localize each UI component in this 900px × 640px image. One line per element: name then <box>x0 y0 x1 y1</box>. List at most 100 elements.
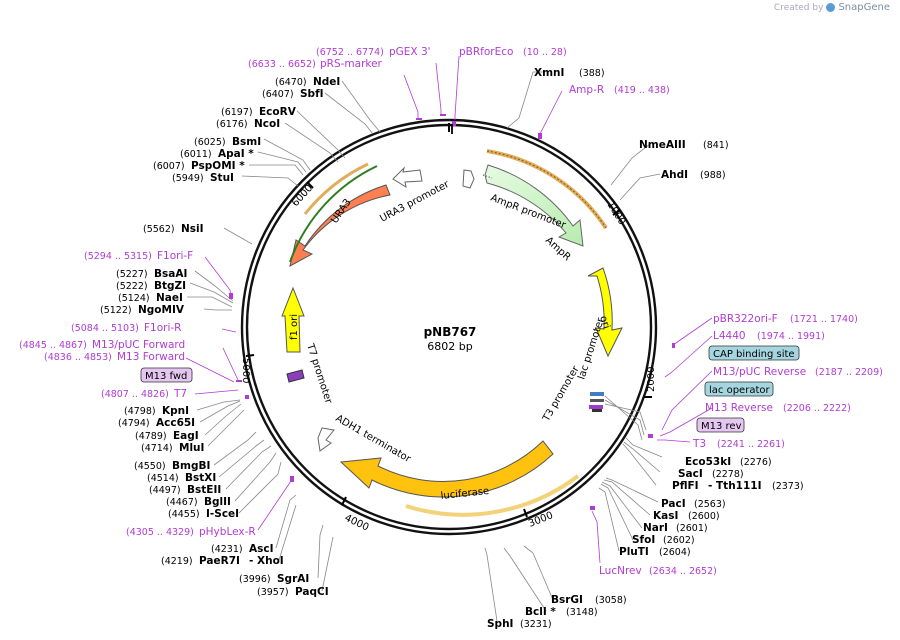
enzyme-asci-pos: (4231) <box>211 544 243 555</box>
primer-t7-coords: (4807 .. 4826) <box>101 389 169 400</box>
feature-ori-arrow <box>587 267 623 358</box>
leader-lines <box>187 71 663 622</box>
snapgene-credit: Created by SnapGene <box>774 2 890 13</box>
enzyme-kpni: KpnI <box>162 405 189 417</box>
primer-f1orif-coords: (5294 .. 5315) <box>84 251 152 262</box>
enzyme-acc65i-pos: (4794) <box>118 418 150 429</box>
enzyme-bsrgi: BsrGI <box>551 594 583 606</box>
enzyme-bstxi: BstXI <box>185 472 216 484</box>
primer-f1orir-name: F1ori-R <box>144 322 181 334</box>
lac-op-mark <box>590 399 604 402</box>
enzyme-bcli-pos: (3148) <box>566 607 598 618</box>
feature-luciferase-arrow <box>339 440 554 498</box>
primer-pbrfor-coords: (10 .. 28) <box>523 47 567 58</box>
primer-m13rev-coords: (2206 .. 2222) <box>783 403 851 414</box>
enzyme-asci: AscI <box>249 543 274 555</box>
m13fwd-label: M13 fwd <box>145 371 187 382</box>
primer-prs-name: pRS-marker <box>320 58 383 70</box>
enzyme-bstxi-pos: (4514) <box>147 473 179 484</box>
enzyme-ncoi: NcoI <box>254 118 280 130</box>
enzyme-nari-pos: (2601) <box>676 523 708 534</box>
feature-adh1-arrow <box>317 427 335 452</box>
primer-t3-coords: (2241 .. 2261) <box>717 439 785 450</box>
enzyme-pflfi-pos: (2373) <box>772 481 804 492</box>
enzyme-paci: PacI <box>661 498 686 510</box>
m13rev-mark <box>589 405 603 409</box>
label-f1ori: f1 ori <box>289 314 300 340</box>
enzyme-paer7i-pos: (4219) <box>161 556 193 567</box>
primer-m13fw-name: M13 Forward <box>117 351 185 363</box>
enzyme-ngomiv: NgoMIV <box>138 304 185 316</box>
enzyme-nmeaiii-pos: (841) <box>703 140 729 151</box>
enzyme-sbfi-pos: (6407) <box>262 89 294 100</box>
enzyme-nmeaiii: NmeAIII <box>639 139 686 151</box>
enzyme-sphi: SphI <box>487 618 513 630</box>
enzyme-ecorv-pos: (6197) <box>221 107 253 118</box>
feature-t7-mark <box>286 369 305 383</box>
primer-f1orif-name: F1ori-F <box>157 250 193 262</box>
enzyme-nsii: NsiI <box>181 223 204 235</box>
enzyme-bsmi-pos: (6025) <box>194 137 226 148</box>
enzyme-eco53ki-pos: (2276) <box>740 457 772 468</box>
enzyme-sbfi: SbfI <box>300 88 324 100</box>
label-ura3: URA3 <box>329 197 353 226</box>
enzyme-stui: StuI <box>210 172 234 184</box>
enzyme-nsii-pos: (5562) <box>143 224 175 235</box>
enzyme-pluti: PluTI <box>619 546 649 558</box>
enzyme-sfoi-pos: (2602) <box>663 535 695 546</box>
enzyme-pspomi: PspOMI * <box>191 160 245 172</box>
enzyme-ahdi-pos: (988) <box>700 170 726 181</box>
enzyme-stui-pos: (5949) <box>172 173 204 184</box>
primer-prs-coords: (6633 .. 6652) <box>248 59 316 70</box>
primer-pgex3-coords: (6752 .. 6774) <box>316 47 384 58</box>
enzyme-apai-pos: (6011) <box>180 149 212 160</box>
m13rev-label: M13 rev <box>701 421 742 432</box>
enzyme-sphi-pos: (3231) <box>520 619 552 630</box>
lac-operator-label: lac operator <box>709 385 770 396</box>
feature-amprprom-arrow <box>462 169 475 189</box>
enzyme-tth111i: - Tth111I <box>708 480 762 492</box>
primer-m13rev-name: M13 Reverse <box>705 402 773 414</box>
enzyme-pluti-pos: (2604) <box>659 547 691 558</box>
enzyme-ndei-pos: (6470) <box>275 77 307 88</box>
primer-l4440-name: L4440 <box>713 330 746 342</box>
feature-ura3-outer-arc <box>303 162 369 215</box>
enzyme-sgrai-pos: (3996) <box>239 574 271 585</box>
enzyme-ndei: NdeI <box>313 76 340 88</box>
primer-l4440-coords: (1974 .. 1991) <box>757 331 825 342</box>
m13fwd-box <box>140 367 193 383</box>
label-t3prom: T3 promoter <box>541 363 582 424</box>
feature-ura3-arrow <box>289 184 391 267</box>
enzyme-iscei-pos: (4455) <box>168 509 200 520</box>
enzyme-bsmi: BsmI <box>232 136 261 148</box>
enzyme-iscei: I-SceI <box>206 508 239 520</box>
feature-ura3-inner-arc <box>289 165 378 263</box>
enzyme-bsrgi-pos: (3058) <box>595 595 627 606</box>
enzyme-bcli: BclI * <box>525 606 556 618</box>
plasmid-size: 6802 bp <box>427 340 472 353</box>
enzyme-ecorv: EcoRV <box>259 106 297 118</box>
enzyme-eagi-pos: (4789) <box>135 431 167 442</box>
enzyme-eco53ki: Eco53kI <box>685 456 731 468</box>
primer-phyb-name: pHybLex-R <box>199 526 256 538</box>
primer-ampr-coords: (419 .. 438) <box>614 85 670 96</box>
primer-pbr322-name: pBR322ori-F <box>713 313 778 325</box>
cap-site-box <box>708 345 800 361</box>
enzyme-pspomi-pos: (6007) <box>153 161 185 172</box>
label-lacprom: lac promoter <box>576 316 607 381</box>
enzyme-paqci-pos: (3957) <box>257 587 289 598</box>
enzyme-bmgbi-pos: (4550) <box>134 461 166 472</box>
tick-5000: 5000 <box>240 358 251 383</box>
enzyme-kpni-pos: (4798) <box>124 406 156 417</box>
enzyme-btgzi-pos: (5222) <box>116 281 148 292</box>
primer-ampr-name: Amp-R <box>569 84 604 96</box>
backbone-outer-ring <box>240 118 658 536</box>
credit-prefix: Created by <box>773 2 824 13</box>
primer-m13puc-name: M13/pUC Forward <box>92 339 185 351</box>
enzyme-saci-pos: (2278) <box>712 469 744 480</box>
cap-site-mark <box>590 392 604 396</box>
enzyme-pflfi: PflFI <box>672 480 699 492</box>
primer-f1orir-coords: (5084 .. 5103) <box>71 323 139 334</box>
enzyme-mlui: MluI <box>179 442 204 454</box>
enzyme-apai: ApaI * <box>218 148 254 160</box>
